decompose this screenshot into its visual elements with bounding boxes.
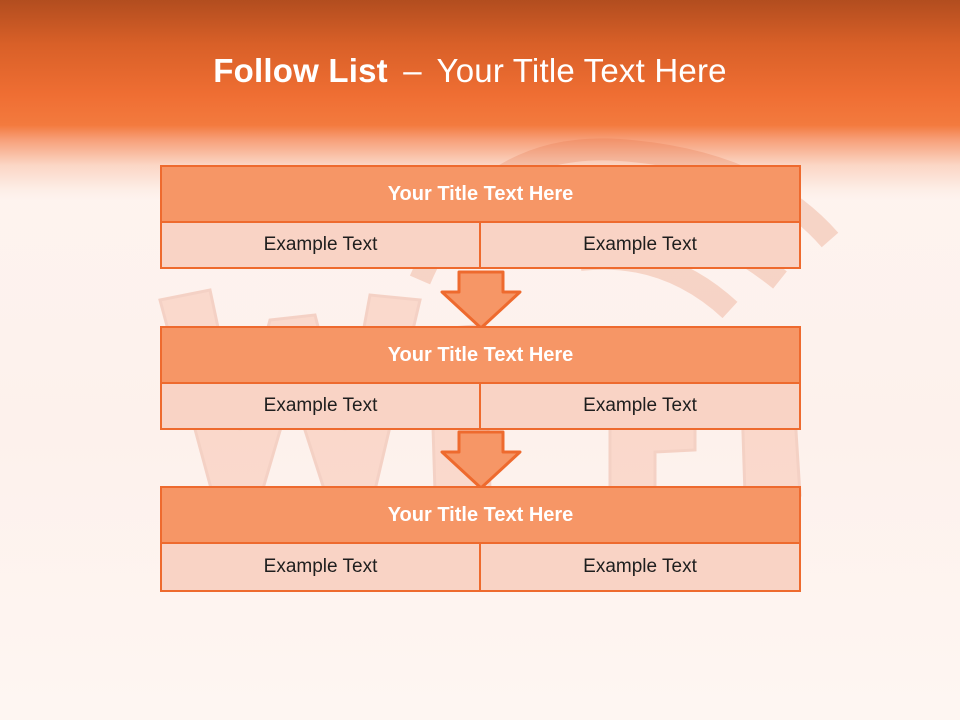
block-cell-right: Example Text [479,384,801,430]
block-title: Your Title Text Here [160,326,801,384]
slide-title: Follow List – Your Title Text Here [0,52,940,90]
title-rest: Your Title Text Here [436,52,727,89]
block-cell-right: Example Text [479,544,801,592]
block-cell-left: Example Text [160,223,481,269]
title-bold: Follow List [213,52,388,89]
block-cell-left: Example Text [160,544,481,592]
title-dash: – [403,52,422,89]
block-cell-right: Example Text [479,223,801,269]
block-cell-left: Example Text [160,384,481,430]
down-arrow-icon [440,270,522,330]
down-arrow-icon [440,430,522,490]
block-title: Your Title Text Here [160,165,801,223]
block-title: Your Title Text Here [160,486,801,544]
